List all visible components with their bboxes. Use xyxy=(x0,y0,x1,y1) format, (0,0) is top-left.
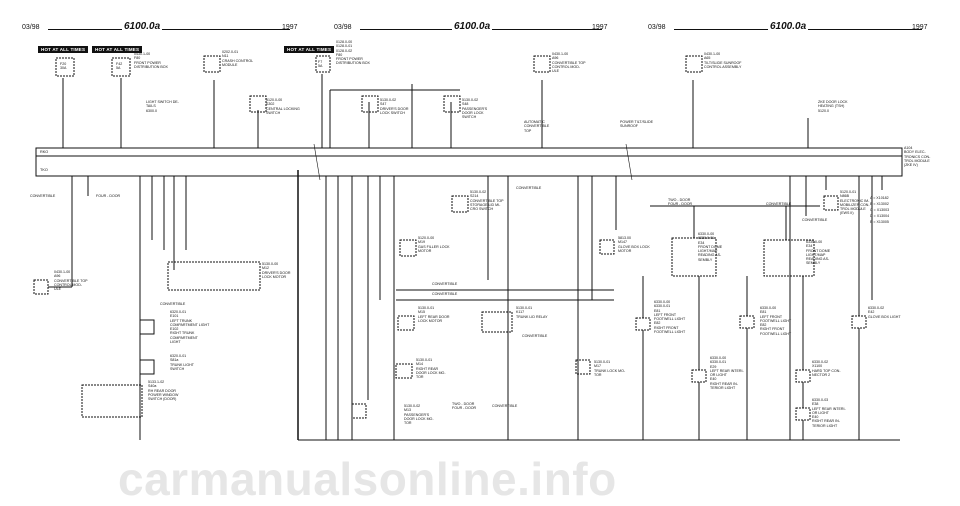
page-header-3: 03/98 6100.0a 1997 xyxy=(648,21,928,36)
variant-label: CONVERTIBLE xyxy=(522,334,548,338)
component-label: 0128.0-00 0128.0-01 0128.0-02 F80 FRONT … xyxy=(336,40,370,66)
hot-at-all-times-tag: HOT AT ALL TIMES xyxy=(38,46,89,53)
variant-label: TWO - DOOR FOUR - DOOR xyxy=(452,402,477,411)
connector-legend-item: C = X13003 xyxy=(870,208,890,212)
component-label: 0430.1-00 A96 CONVERTIBLE TOP CONTROL MO… xyxy=(54,270,88,292)
variant-label: FOUR - DOOR xyxy=(96,194,121,198)
component-label: 5813.00 M147 GLOVE BOX LOCK MOTOR xyxy=(618,236,650,253)
component-label: 0202.0-01 N11 CRASH CONTROL MODULE xyxy=(222,50,254,67)
variant-label: CONVERTIBLE xyxy=(492,404,518,408)
schematic-lines xyxy=(33,55,903,441)
connector-legend-item: B = X13002 xyxy=(870,202,889,206)
component-label: 6330.0-00 6330.0-01 E29 LEFT REAR INTERI… xyxy=(710,356,744,391)
header-title: 6100.0a xyxy=(452,21,493,32)
component-label: 6330.0-02 E42 GLOVE BOX LIGHT xyxy=(868,306,901,319)
header-year: 1997 xyxy=(592,24,608,31)
component-label: 0430.1-00 A65 TILT/SLIDE SUNROOF CONTROL… xyxy=(704,52,742,69)
component-label: 0430.1-00 A96 CONVERTIBLE TOP CONTROL MO… xyxy=(552,52,586,74)
component-label: 6330.0-00 E81 LEFT FRONT FOOTWELL LIGHT … xyxy=(760,306,792,336)
component-label: 6330.0-00 E34 FRONT DOME LIGHT/MAP READI… xyxy=(806,240,831,266)
component-label: 5120.0-00 S302 CENTRAL LOCKING SWITCH xyxy=(266,98,300,115)
component-label: 5130.0-01 K117 TRUNK LID RELAY xyxy=(516,306,548,319)
header-date: 03/98 xyxy=(334,24,352,31)
wiring-diagram-page: 03/98 6100.0a 1997 03/98 6100.0a 1997 03… xyxy=(22,21,931,505)
variant-label: CONVERTIBLE xyxy=(516,186,542,190)
component-label: AUTOMATIC CONVERTIBLE TOP xyxy=(524,120,550,133)
component-label: 5130.0-02 S48 PASSENGER'S DOOR LOCK SWIT… xyxy=(462,98,488,120)
component-label: 0430.1-00 F80 FRONT POWER DISTRIBUTION B… xyxy=(134,52,168,69)
hot-at-all-times-tag: HOT AT ALL TIMES xyxy=(92,46,143,53)
fuse-label: F20 30A xyxy=(60,62,67,71)
component-label: 5133.1-02 S40a RH REAR DOOR POWER WINDOW… xyxy=(148,380,179,402)
page-header-2: 03/98 6100.0a 1997 xyxy=(334,21,608,36)
component-label: POWER TILT/SLIDE SUNROOF xyxy=(620,120,654,129)
component-label: 5130.0-01 M15 LEFT REAR DOOR LOCK MOTOR xyxy=(418,306,450,323)
component-label: 5120.0-00 M19 GAS FILLER LOCK MOTOR xyxy=(418,236,450,253)
connector-legend-item: D = X13004 xyxy=(870,214,890,218)
variant-label: CONVERTIBLE xyxy=(432,282,458,286)
component-label: ZKE DOOR LOCK HEATING (TSH) 5120.0 xyxy=(818,100,848,113)
component-label: 5130.0-02 S214 CONVERTIBLE TOP STORAGE L… xyxy=(470,190,504,212)
connector-legend-item: A = X10182 xyxy=(870,196,889,200)
header-date: 03/98 xyxy=(648,24,666,31)
header-title: 6100.0a xyxy=(768,21,809,32)
component-label: 5130.0-01 M14 RIGHT REAR DOOR LOCK MO- T… xyxy=(416,358,446,380)
header-year: 1997 xyxy=(912,24,928,31)
component-label: 6330.0-03 E38 LEFT REAR INTERI- OR LIGHT… xyxy=(812,398,846,428)
header-title: 6100.0a xyxy=(122,21,163,32)
component-label: 5130.0-02 M13 PASSENGER'S DOOR LOCK MO- … xyxy=(404,404,434,426)
component-label: 5130.0-00 M12 DRIVER'S DOOR LOCK MOTOR xyxy=(262,262,291,279)
connector-legend-item: E = X13005 xyxy=(870,220,889,224)
variant-label: CONVERTIBLE xyxy=(802,218,828,222)
component-label: 5130.0-02 S47 DRIVER'S DOOR LOCK SWITCH xyxy=(380,98,409,115)
variant-label: CONVERTIBLE xyxy=(432,292,458,296)
variant-label: CONVERTIBLE xyxy=(766,202,792,206)
watermark-text: carmanualsonline.info xyxy=(118,453,617,505)
header-year: 1997 xyxy=(282,24,298,31)
component-label: A104 BODY ELEC- TRONICS CON- TROL MODULE… xyxy=(904,146,931,168)
component-label: 6330.0-00 6330.0-01 E34 FRONT DOME LIGHT… xyxy=(698,232,723,262)
variant-label: CONVERTIBLE xyxy=(160,302,186,306)
bus-label-rko: RKO xyxy=(40,150,49,154)
hot-at-all-times-tag: HOT AT ALL TIMES xyxy=(284,46,335,53)
fuse-label: F42 5A xyxy=(116,62,123,71)
component-label: 6330.0-00 6330.0-01 E81 LEFT FRONT FOOTW… xyxy=(654,300,686,335)
component-label: 6320.0-01 S81a TRUNK LIGHT SWITCH xyxy=(170,354,194,371)
component-label: 5130.0-01 M17 TRUNK LOCK MO- TOR xyxy=(594,360,626,377)
component-label: 6320.0-01 E101 LEFT TRUNK COMPARTMENT LI… xyxy=(170,310,210,345)
variant-label: TWO - DOOR FOUR - DOOR xyxy=(668,198,693,207)
bus-label-tko: TKO xyxy=(40,168,48,172)
component-label: 5120.0-01 N86B ELECTRONIC IM- MOBILIZER … xyxy=(840,190,870,216)
variant-label: CONVERTIBLE xyxy=(30,194,56,198)
page-header-1: 03/98 6100.0a 1997 xyxy=(22,21,298,36)
component-label: 6330.0-02 X1100 HARD TOP CON- NECTOR 2 xyxy=(812,360,841,377)
fuse-label: F7 5A xyxy=(318,60,323,69)
component-label: LIGHT SWITCH DE- TAILS 6300.0 xyxy=(146,100,179,113)
header-date: 03/98 xyxy=(22,24,40,31)
